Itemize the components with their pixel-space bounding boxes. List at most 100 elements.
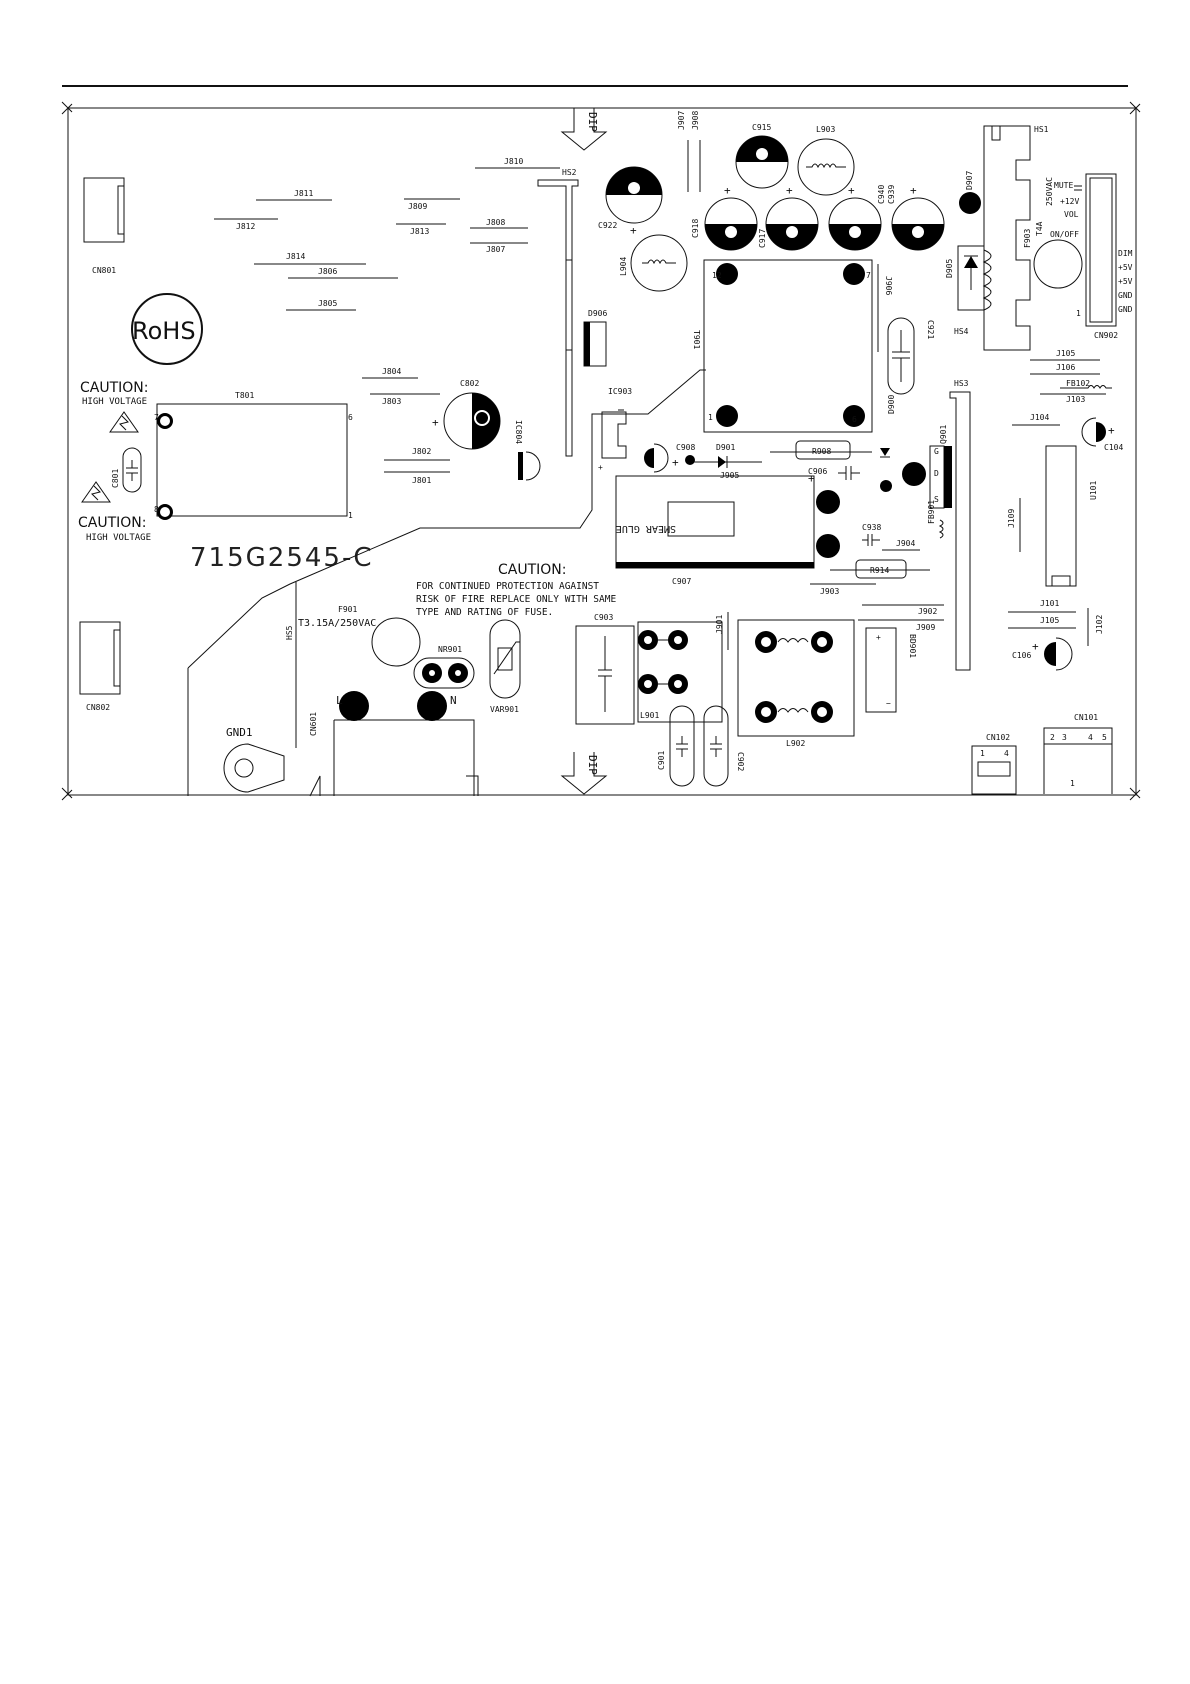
- svg-text:IC804: IC804: [514, 420, 523, 444]
- jumper-j902-j909: J902 J909: [858, 604, 944, 632]
- svg-text:J810: J810: [504, 157, 523, 166]
- svg-text:C906: C906: [808, 467, 827, 476]
- svg-text:+12V: +12V: [1060, 197, 1079, 206]
- connector-cn801: CN801: [83, 177, 125, 275]
- svg-text:J811: J811: [294, 189, 313, 198]
- svg-text:TYPE AND RATING OF FUSE.: TYPE AND RATING OF FUSE.: [416, 607, 553, 618]
- caution-high-voltage-bottom: CAUTION: HIGH VOLTAGE: [78, 481, 151, 543]
- svg-text:J812: J812: [236, 222, 255, 231]
- svg-text:S: S: [934, 495, 939, 504]
- svg-text:CN902: CN902: [1094, 331, 1118, 340]
- svg-text:C918: C918: [691, 219, 700, 238]
- svg-text:L: L: [336, 694, 343, 707]
- svg-text:J903: J903: [820, 587, 839, 596]
- heatsink-hs2: [537, 179, 579, 457]
- diode-d906: D906: [583, 309, 607, 367]
- svg-text:+: +: [598, 463, 603, 472]
- svg-text:J813: J813: [410, 227, 429, 236]
- svg-text:J901: J901: [715, 615, 724, 634]
- svg-text:5: 5: [1102, 733, 1107, 742]
- svg-text:7: 7: [866, 271, 871, 280]
- svg-text:HS3: HS3: [954, 379, 969, 388]
- svg-text:1: 1: [1070, 779, 1075, 788]
- resistor-r914: R914: [830, 559, 930, 579]
- diode-d900: D900: [880, 395, 896, 492]
- svg-text:−: −: [886, 699, 891, 708]
- svg-text:J105: J105: [1056, 349, 1075, 358]
- jumper-j102: J102: [1087, 608, 1104, 646]
- svg-text:FB901: FB901: [927, 500, 936, 524]
- svg-text:C901: C901: [657, 751, 666, 770]
- svg-text:J808: J808: [486, 218, 505, 227]
- inductor-l902: L902: [737, 619, 855, 748]
- svg-text:J805: J805: [318, 299, 337, 308]
- svg-text:T4A: T4A: [1035, 221, 1044, 236]
- svg-text:RISK OF FIRE REPLACE ONLY WIT: RISK OF FIRE REPLACE ONLY WITH SAME: [416, 594, 616, 605]
- dip-arrow-bottom: DIP: [560, 752, 608, 795]
- svg-text:J814: J814: [286, 252, 305, 261]
- svg-text:D906: D906: [588, 309, 607, 318]
- svg-text:+: +: [672, 456, 679, 469]
- svg-text:1: 1: [708, 413, 713, 422]
- jumper-group-left: J810 HS2 J811 J812 J809 J813 J808 J807 J…: [214, 157, 577, 311]
- svg-text:C106: C106: [1012, 651, 1031, 660]
- heatsink-hs3: HS3: [949, 379, 971, 671]
- ground-lug-gnd1: GND1: [223, 726, 285, 793]
- svg-text:D900: D900: [887, 395, 896, 414]
- svg-text:C917: C917: [758, 229, 767, 248]
- svg-text:F901: F901: [338, 605, 357, 614]
- transformer-t801: T801 7 8 6 1: [154, 391, 353, 520]
- jumper-j903: J903: [810, 583, 876, 596]
- cn802-label: CN802: [86, 703, 110, 712]
- connector-cn601: L N CN601: [309, 691, 479, 797]
- svg-text:BD901: BD901: [908, 634, 917, 658]
- svg-text:T3.15A/250VAC: T3.15A/250VAC: [298, 618, 376, 629]
- svg-text:C940: C940: [877, 185, 886, 204]
- svg-text:J104: J104: [1030, 413, 1049, 422]
- svg-text:+: +: [848, 184, 855, 197]
- svg-text:+5V: +5V: [1118, 263, 1133, 272]
- connector-cn101: CN101 2 3 4 5 1: [1043, 713, 1113, 794]
- svg-text:C921: C921: [926, 320, 935, 339]
- svg-text:HS1: HS1: [1034, 125, 1049, 134]
- svg-text:6: 6: [348, 413, 353, 422]
- svg-text:MUTE: MUTE: [1054, 181, 1073, 190]
- svg-text:HS2: HS2: [562, 168, 577, 177]
- svg-text:J907: J907: [677, 111, 686, 130]
- svg-text:7: 7: [154, 413, 159, 422]
- jumper-group-center: J804 J803 J802 J801: [362, 367, 450, 485]
- thermistor-nr901: NR901: [413, 645, 475, 689]
- svg-text:C915: C915: [752, 123, 771, 132]
- capacitor-c915: C915: [735, 123, 789, 189]
- svg-text:J806: J806: [318, 267, 337, 276]
- trace-outline: HS5: [187, 369, 706, 796]
- svg-text:HIGH VOLTAGE: HIGH VOLTAGE: [82, 397, 147, 407]
- svg-text:NR901: NR901: [438, 645, 462, 654]
- ic-u101: U101: [1045, 445, 1098, 587]
- svg-text:L902: L902: [786, 739, 805, 748]
- transformer-t901: 12 7 1 6 T901: [692, 259, 873, 433]
- svg-text:+: +: [808, 472, 815, 485]
- svg-text:ON/OFF: ON/OFF: [1050, 230, 1079, 239]
- capacitor-c918: + C918: [691, 184, 758, 251]
- svg-text:J906: J906: [884, 276, 893, 295]
- svg-text:C801: C801: [111, 469, 120, 488]
- svg-text:8: 8: [154, 505, 159, 514]
- svg-text:CN101: CN101: [1074, 713, 1098, 722]
- svg-text:J804: J804: [382, 367, 401, 376]
- svg-text:FB102: FB102: [1066, 379, 1090, 388]
- svg-text:T801: T801: [235, 391, 254, 400]
- capacitor-c903: C903: [575, 613, 635, 725]
- svg-text:GND: GND: [1118, 291, 1133, 300]
- svg-text:SMEAR GLUE: SMEAR GLUE: [616, 523, 676, 534]
- dip-arrow-top: DIP: [560, 108, 608, 151]
- board-part-number: 715G2545-C: [190, 543, 373, 573]
- capacitor-c907: SMEAR GLUE C907 +: [615, 472, 840, 586]
- rohs-mark: RoHS: [131, 293, 203, 365]
- svg-text:GND1: GND1: [226, 726, 253, 739]
- svg-text:HS5: HS5: [285, 625, 294, 640]
- board-outline: [67, 107, 1137, 796]
- svg-text:+: +: [432, 416, 439, 429]
- svg-text:+: +: [876, 633, 881, 642]
